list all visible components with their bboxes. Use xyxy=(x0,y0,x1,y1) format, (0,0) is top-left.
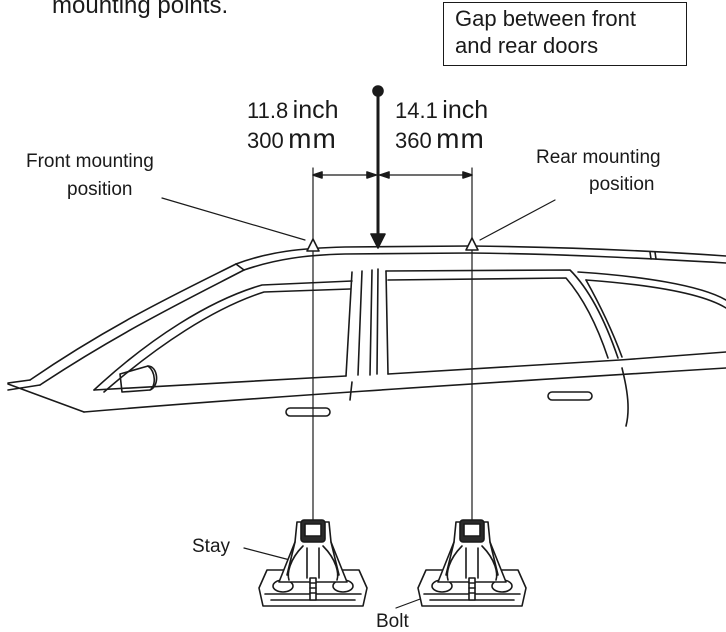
front-dimension-inch: 11.8 inch xyxy=(247,98,339,123)
front-door-handle xyxy=(285,407,331,417)
rear-mm-unit: mm xyxy=(436,123,485,154)
bolt-label: Bolt xyxy=(376,611,409,632)
front-mounting-label-line2: position xyxy=(67,179,133,200)
front-mm-unit: mm xyxy=(288,123,337,154)
front-label-leader xyxy=(161,197,306,241)
gap-pointer-arrow xyxy=(370,85,386,249)
intro-text: mounting points. xyxy=(52,0,229,19)
rear-inch-unit: inch xyxy=(442,96,489,124)
front-mm-value: 300 xyxy=(247,128,284,153)
stay-label: Stay xyxy=(192,536,231,557)
rear-door-handle xyxy=(547,391,593,401)
front-stay-foot xyxy=(258,519,368,607)
gap-callout-line2: and rear doors xyxy=(455,33,599,58)
rear-dimension-mm: 360 mm xyxy=(395,125,485,153)
rear-mm-value: 360 xyxy=(395,128,432,153)
front-mount-marker xyxy=(306,238,320,252)
gap-callout-line1: Gap between front xyxy=(455,6,637,31)
stay-leader xyxy=(243,547,291,561)
rear-inch-value: 14.1 xyxy=(395,98,438,123)
rear-stay-foot xyxy=(417,519,527,607)
front-mounting-label-line1: Front mounting xyxy=(26,151,154,172)
dimension-lines xyxy=(312,167,473,557)
front-inch-unit: inch xyxy=(292,96,339,124)
rear-mounting-label-line2: position xyxy=(589,174,655,195)
rear-dimension-inch: 14.1 inch xyxy=(395,98,488,123)
rear-label-leader xyxy=(479,199,556,241)
gap-callout-box xyxy=(443,2,687,66)
front-dimension-mm: 300 mm xyxy=(247,125,337,153)
rear-mount-marker xyxy=(465,237,479,251)
car-outline xyxy=(7,245,726,427)
side-mirror xyxy=(119,365,158,393)
rear-mounting-label-line1: Rear mounting xyxy=(536,147,661,168)
front-inch-value: 11.8 xyxy=(247,98,289,123)
